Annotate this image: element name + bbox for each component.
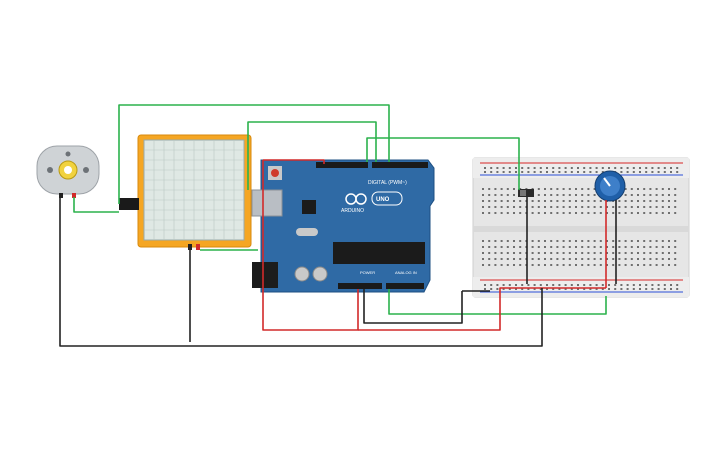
oscilloscope[interactable] <box>119 134 252 250</box>
power-header <box>338 283 382 289</box>
capacitor-2 <box>312 266 328 282</box>
analog-header <box>386 283 424 289</box>
arduino-logo <box>345 191 403 206</box>
atmega-chip <box>333 242 425 264</box>
arduino-uno[interactable]: DIGITAL (PWM~) UNO ARDUINO POWER ANALOG … <box>251 159 435 293</box>
breadboard[interactable] <box>472 157 690 298</box>
analog-label: ANALOG IN <box>395 270 417 275</box>
digital-header-right <box>372 162 428 168</box>
capacitor-1 <box>294 266 310 282</box>
logo-label: ARDUINO <box>341 208 364 214</box>
oscilloscope-probe <box>119 198 139 210</box>
potentiometer[interactable] <box>594 170 626 202</box>
oscilloscope-grid <box>144 140 244 240</box>
dc-motor[interactable] <box>36 145 100 198</box>
motor-terminal-pos <box>72 193 76 198</box>
motor-terminal-neg <box>59 193 63 198</box>
model-label: UNO <box>376 197 390 203</box>
osc-terminal-pos <box>196 244 200 250</box>
digital-label: DIGITAL (PWM~) <box>368 180 407 186</box>
osc-terminal-neg <box>188 244 192 250</box>
power-label: POWER <box>360 270 375 275</box>
usb-port <box>251 189 283 217</box>
slide-switch[interactable] <box>518 189 534 197</box>
digital-header-left <box>316 162 368 168</box>
wires <box>59 104 617 347</box>
crystal <box>296 228 318 236</box>
usb-chip <box>302 200 316 214</box>
breadboard-holes <box>482 167 679 290</box>
power-jack <box>252 262 278 288</box>
